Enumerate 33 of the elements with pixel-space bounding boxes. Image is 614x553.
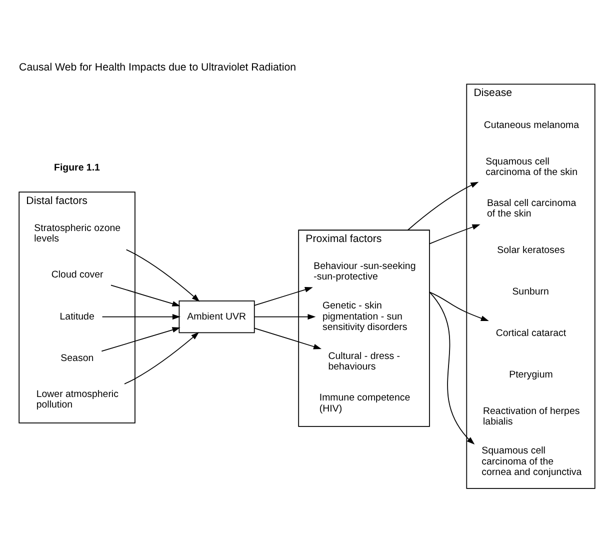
- arrow: [429, 224, 480, 244]
- arrow: [429, 291, 489, 321]
- arrow: [254, 314, 316, 320]
- node-text: Season: [60, 352, 94, 364]
- node-text: Squamous cell carcinoma of the cornea and conjunctiva: [482, 445, 582, 478]
- node-box: Ambient UVR: [178, 300, 255, 333]
- node-text: Reactivation of herpes labialis: [483, 405, 580, 428]
- node-text: Behaviour -sun-seeking -sun-protective: [314, 260, 416, 282]
- node-text: Solar keratoses: [497, 244, 565, 256]
- node-text: Stratospheric ozone levels: [34, 222, 121, 244]
- arrow: [101, 326, 180, 352]
- node-text: Immune competence (HIV): [319, 392, 410, 414]
- node-text: Basal cell carcinoma of the skin: [486, 198, 576, 220]
- node-text: Latitude: [60, 310, 94, 322]
- node-text: Genetic - skin pigmentation - sun sensitivity disorders: [322, 300, 408, 332]
- arrow: [126, 248, 200, 302]
- node-text: Squamous cell carcinoma of the skin: [486, 156, 578, 178]
- arrow: [429, 291, 475, 444]
- node-text: Cloud cover: [51, 269, 104, 280]
- arrow: [254, 286, 313, 306]
- label: Figure 1.1: [54, 162, 100, 174]
- node-text: Cortical cataract: [496, 328, 566, 339]
- arrow: [102, 314, 180, 320]
- arrow: [407, 181, 479, 230]
- node-text: Cultural - dress - behaviours: [328, 350, 400, 372]
- node-text: Lower atmospheric pollution: [36, 388, 118, 410]
- node-text: Pterygium: [509, 369, 553, 380]
- arrow: [124, 332, 200, 384]
- arrow: [110, 284, 180, 306]
- diagram-title: Causal Web for Health Impacts due to Ultraviolet Radiation: [19, 61, 296, 74]
- arrow: [254, 327, 322, 349]
- node-text: Cutaneous melanoma: [484, 120, 579, 131]
- node-text: Sunburn: [512, 286, 549, 298]
